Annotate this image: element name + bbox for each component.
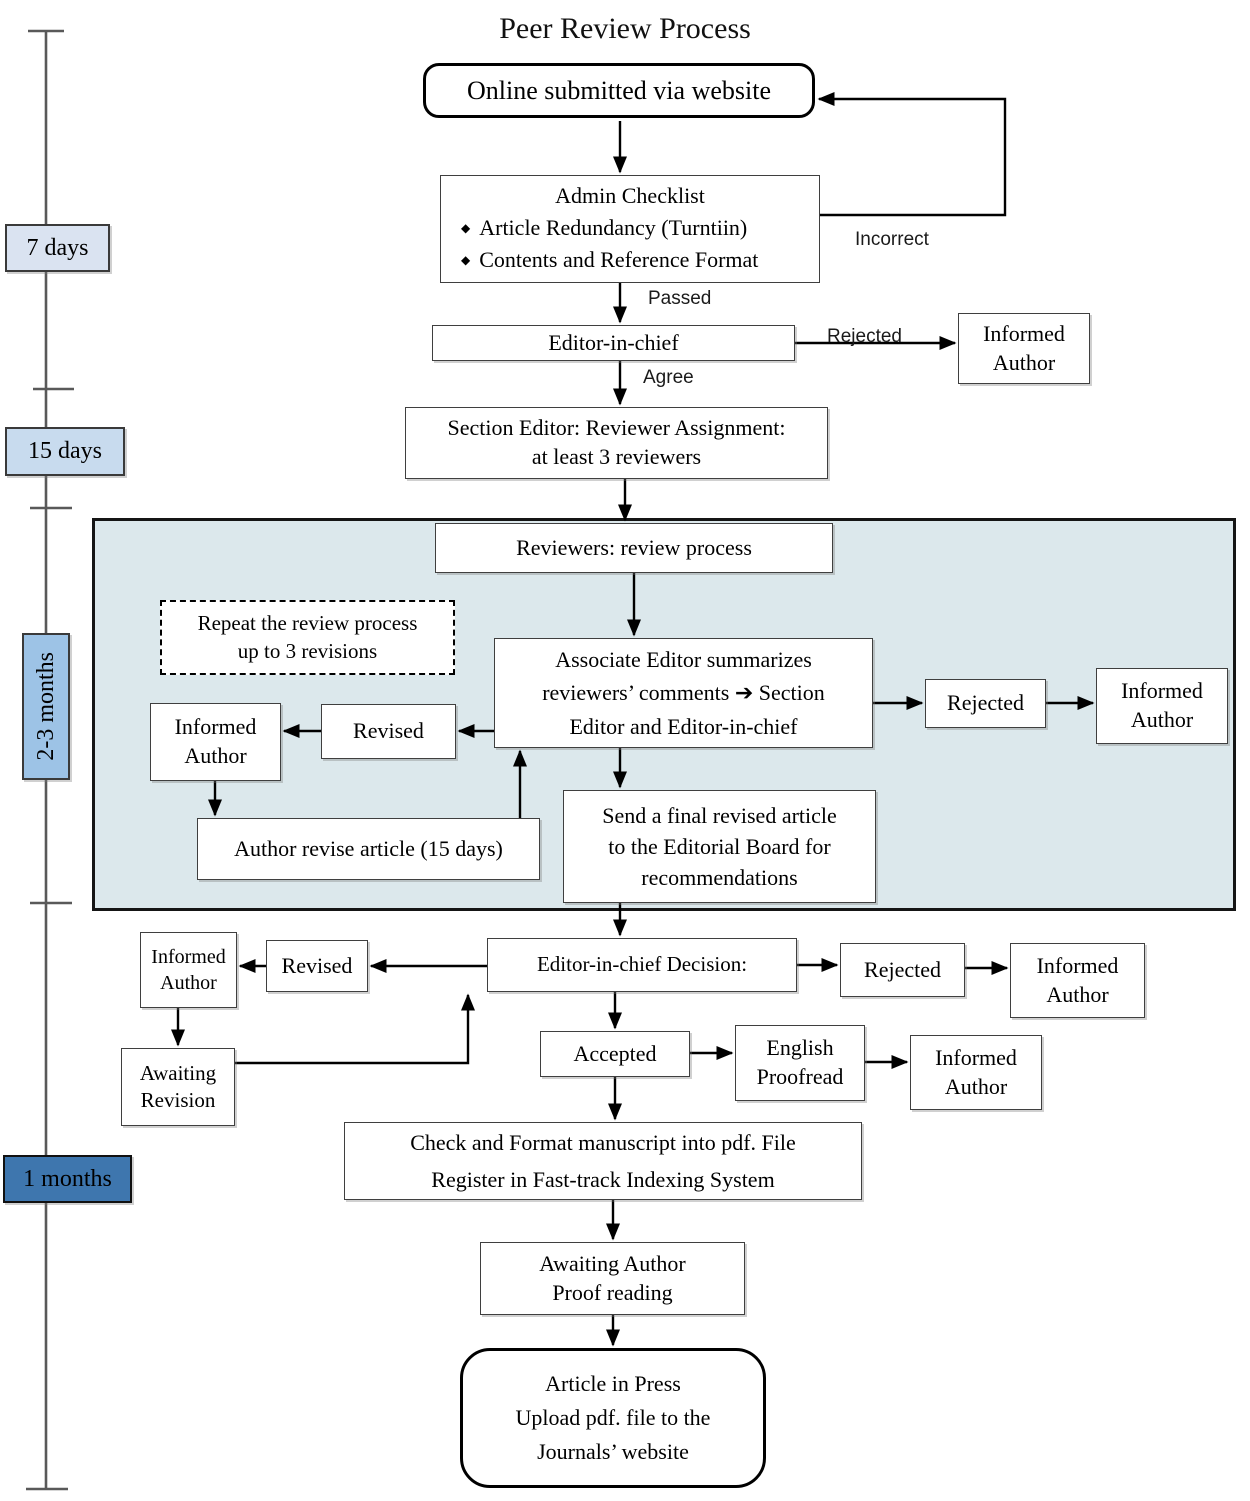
node-repeat-note: Repeat the review process up to 3 revisi… <box>160 600 455 675</box>
timeline-label-2-3-months-text: 2-3 months <box>32 652 59 761</box>
edge-label-incorrect: Incorrect <box>855 229 929 250</box>
node-informed-author-3: Informed Author <box>150 703 281 781</box>
edge-label-passed: Passed <box>648 288 712 309</box>
edge-label-agree: Agree <box>643 367 694 388</box>
diamond-bullet-icon: ◆ <box>461 220 471 235</box>
node-editor-in-chief: Editor-in-chief <box>432 325 795 361</box>
edge-label-rejected: Rejected <box>827 326 902 347</box>
node-informed-author-2: Informed Author <box>1096 668 1228 744</box>
node-rejected-decision: Rejected <box>840 943 965 997</box>
node-eic-decision: Editor-in-chief Decision: <box>487 938 797 992</box>
admin-checklist-item-text: Article Redundancy (Turntiin) <box>479 215 748 241</box>
node-informed-author-4: Informed Author <box>140 932 237 1008</box>
admin-checklist-content: Admin Checklist ◆ Article Redundancy (Tu… <box>441 180 819 278</box>
node-send-final: Send a final revised article to the Edit… <box>563 790 876 903</box>
arrow-awaiting-to-decision <box>235 993 475 1065</box>
node-admin-checklist: Admin Checklist ◆ Article Redundancy (Tu… <box>440 175 820 283</box>
node-article-in-press: Article in Press Upload pdf. file to the… <box>460 1348 766 1488</box>
node-revised-decision: Revised <box>266 940 368 992</box>
node-informed-author-1: Informed Author <box>958 313 1090 384</box>
admin-checklist-item: ◆ Article Redundancy (Turntiin) <box>457 212 803 244</box>
node-online-submission: Online submitted via website <box>423 63 815 118</box>
node-informed-author-5: Informed Author <box>1010 943 1145 1018</box>
node-revised-review: Revised <box>321 704 456 759</box>
node-author-revise: Author revise article (15 days) <box>197 818 540 880</box>
node-accepted: Accepted <box>540 1031 690 1077</box>
timeline-label-7-days: 7 days <box>5 224 110 272</box>
diamond-bullet-icon: ◆ <box>461 252 471 267</box>
node-associate-editor: Associate Editor summarizes reviewers’ c… <box>494 638 873 748</box>
node-rejected-review: Rejected <box>925 679 1046 728</box>
node-awaiting-proofread: Awaiting Author Proof reading <box>480 1242 745 1315</box>
node-awaiting-revision: Awaiting Revision <box>121 1048 235 1126</box>
node-check-format: Check and Format manuscript into pdf. Fi… <box>344 1122 862 1200</box>
timeline-label-15-days: 15 days <box>5 427 125 476</box>
diagram-title: Peer Review Process <box>499 12 751 45</box>
admin-checklist-title: Admin Checklist <box>555 182 705 208</box>
node-reviewers: Reviewers: review process <box>435 523 833 573</box>
timeline-label-2-3-months: 2-3 months <box>22 633 70 780</box>
admin-checklist-item-text: Contents and Reference Format <box>479 247 759 273</box>
arrow-incorrect-loop <box>817 92 1007 217</box>
admin-checklist-item: ◆ Contents and Reference Format <box>457 244 803 276</box>
node-english-proofread: English Proofread <box>735 1025 865 1101</box>
timeline-label-1-months: 1 months <box>3 1155 132 1203</box>
node-section-editor: Section Editor: Reviewer Assignment: at … <box>405 407 828 479</box>
node-informed-author-6: Informed Author <box>910 1035 1042 1110</box>
